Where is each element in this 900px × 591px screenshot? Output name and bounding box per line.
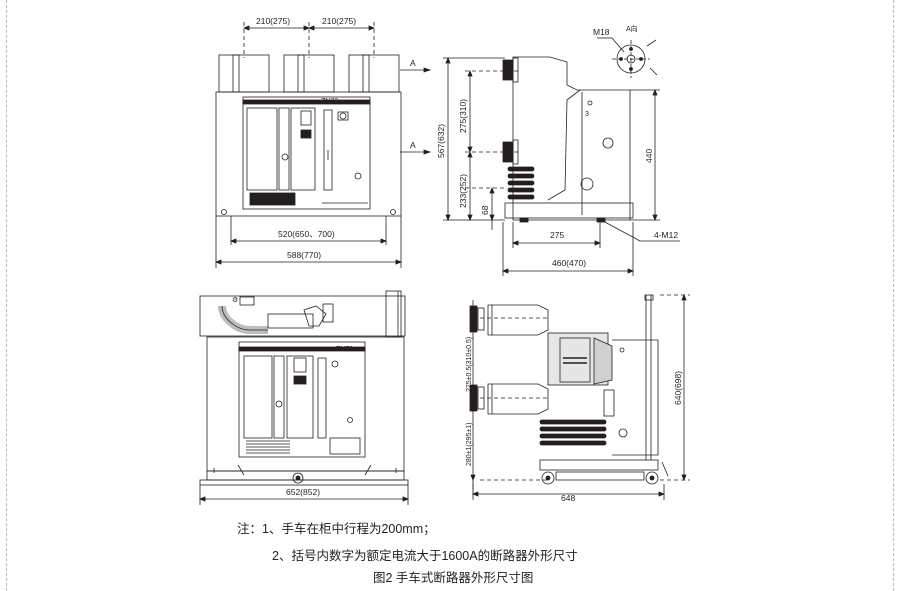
front-panel — [242, 96, 371, 210]
cart-insulator-sheds — [539, 419, 607, 446]
cart-dim-width: 652(852) — [286, 487, 320, 497]
cart-model-label: ZN73- — [336, 346, 356, 353]
note-line-2: 2、括号内数字为额定电流大于1600A的断路器外形尺寸 — [272, 549, 578, 563]
figure-caption: 图2 手车式断路器外形尺寸图 — [373, 571, 534, 585]
cart-dim-lower: 280±1(295±1) — [466, 423, 473, 467]
upper-bushing — [469, 304, 549, 336]
dim-mount: 520(650、700) — [278, 229, 335, 239]
front-view: 210(275) 210(275) ZN73- — [214, 16, 403, 268]
top-bushings — [218, 54, 400, 93]
detail-bolt: M18 — [593, 27, 610, 37]
cart-dim-height: 640(698) — [673, 371, 683, 405]
dim-lower: 233(252) — [458, 174, 468, 208]
dim-right-height: 440 — [644, 149, 654, 163]
dim-base: 68 — [480, 205, 490, 215]
detail-view: A向 — [626, 24, 638, 33]
lower-bushing — [469, 383, 549, 415]
bolt-label: 4-M12 — [654, 230, 678, 240]
vent-slots — [246, 440, 290, 454]
a-direction-detail: M18 A向 — [593, 24, 658, 78]
dim-pitch-left: 210(275) — [256, 16, 290, 26]
note-line-1: 注：1、手车在柜中行程为200mm； — [237, 522, 436, 536]
cart-dim-depth: 648 — [561, 493, 575, 503]
front-body — [215, 91, 402, 217]
dim-width: 588(770) — [287, 250, 321, 260]
insulator-sheds — [507, 166, 535, 200]
svg-text:⚙: ⚙ — [232, 296, 238, 304]
right-dashed-border — [893, 0, 894, 591]
terminal-mark: 3 — [585, 111, 589, 118]
dim-total-height: 567(632) — [436, 124, 446, 158]
cart-body — [206, 336, 405, 472]
side-view: A A 3 — [400, 24, 680, 276]
cart-front-view: ⚙ ZN73- — [198, 290, 410, 505]
cart-side-view: 275±0.5(310±0.5) 280±1(295±1) 640(698) 6… — [466, 293, 690, 503]
cart-dim-upper: 275±0.5(310±0.5) — [466, 337, 473, 392]
bushing-centerlines — [243, 22, 375, 58]
arrow-a-top: A — [410, 58, 416, 68]
dim-foot: 275 — [550, 230, 564, 240]
front-model-label: ZN73- — [321, 98, 341, 105]
dim-depth: 460(470) — [552, 258, 586, 268]
side-body — [512, 56, 631, 221]
arrow-a-bottom: A — [410, 140, 416, 150]
left-dashed-border — [6, 0, 7, 591]
dim-pitch-right: 210(275) — [322, 16, 356, 26]
dim-upper: 275(310) — [458, 99, 468, 133]
